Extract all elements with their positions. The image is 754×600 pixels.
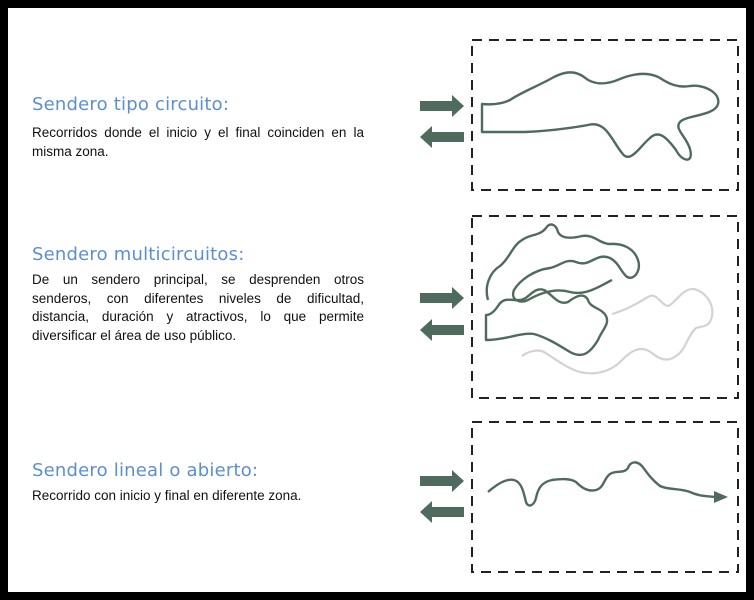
linear-trail-title: Sendero lineal o abierto: [32, 460, 259, 481]
exit-arrow-icon [420, 126, 464, 148]
circuit-trail-title: Sendero tipo circuito: [32, 94, 230, 115]
multicircuit-diagram-box [471, 215, 739, 399]
diagram-frame [8, 8, 746, 592]
multicircuit-upper-branch-path [485, 223, 641, 303]
multicircuit-trail-description: De un sendero principal, se desprenden o… [32, 272, 364, 343]
linear-trail-path [487, 461, 715, 507]
circuit-trail-description: Recorridos donde el inicio y el final co… [32, 125, 364, 159]
circuit-diagram-box [471, 39, 739, 191]
entry-arrow-icon [420, 287, 464, 309]
multicircuit-main-path [484, 288, 609, 357]
exit-arrow-icon [420, 319, 464, 341]
entry-arrow-icon [420, 95, 464, 117]
exit-arrow-icon [420, 501, 464, 523]
circuit-trail-path [480, 71, 720, 161]
entry-arrow-icon [420, 470, 464, 492]
multicircuit-secondary-path [521, 287, 714, 375]
linear-trail-description: Recorrido con inicio y final en diferent… [32, 488, 302, 503]
multicircuit-trail-title: Sendero multicircuitos: [32, 244, 245, 265]
linear-diagram-box [471, 421, 739, 573]
linear-trail-end-arrow-icon [714, 491, 728, 503]
